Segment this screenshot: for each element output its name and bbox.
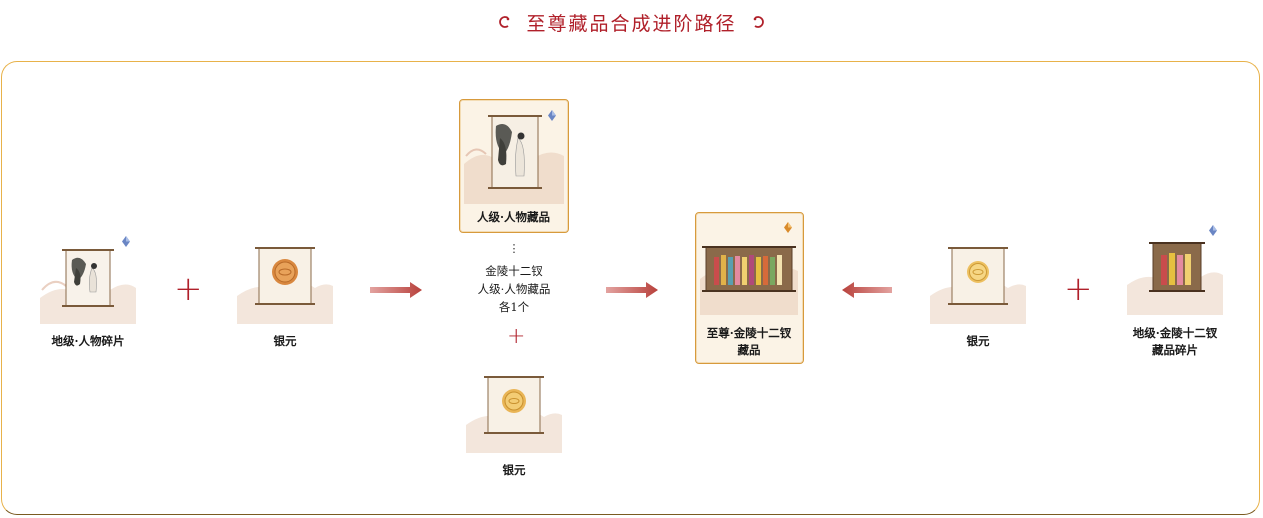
supreme-collection-image xyxy=(700,217,798,315)
plus-operator: + xyxy=(174,269,203,309)
ellipsis-vertical: ⋮ xyxy=(508,242,520,255)
earth-fragment-label: 地级·人物碎片 xyxy=(51,334,125,348)
title-bar: 至尊藏品合成进阶路径 xyxy=(0,8,1263,36)
silver-left-label: 银元 xyxy=(273,334,297,348)
earth-jinling-fragment-card[interactable] xyxy=(1127,219,1223,315)
supreme-collection-card[interactable]: 至尊·金陵十二钗 藏品 xyxy=(695,212,804,364)
diamond-icon xyxy=(548,110,556,121)
earth-jinling-fragment-label-2: 藏品碎片 xyxy=(1152,343,1198,357)
requirement-line-3: 各1个 xyxy=(498,300,530,314)
requirement-line-1: 金陵十二钗 xyxy=(485,264,543,278)
diamond-icon xyxy=(784,222,792,233)
supreme-collection-label-1: 至尊·金陵十二钗 xyxy=(706,326,792,340)
supreme-collection-label-2: 藏品 xyxy=(737,343,761,357)
silver-coin-image xyxy=(237,228,333,324)
earth-jinling-fragment-label-1: 地级·金陵十二钗 xyxy=(1132,326,1218,340)
silver-coin-image xyxy=(930,228,1026,324)
silver-middle-card[interactable] xyxy=(466,357,562,453)
silver-left-card[interactable] xyxy=(237,228,333,324)
earth-fragment-card[interactable] xyxy=(40,228,136,324)
human-collection-image xyxy=(464,104,564,204)
earth-fragment-image xyxy=(40,228,136,324)
requirement-line-2: 人级·人物藏品 xyxy=(477,282,551,296)
silver-middle-label: 银元 xyxy=(502,463,526,477)
silver-right-label: 银元 xyxy=(966,334,990,348)
page-title: 至尊藏品合成进阶路径 xyxy=(526,12,737,35)
arrow-right-icon xyxy=(606,282,658,298)
diamond-icon xyxy=(1209,225,1217,236)
arrow-left-icon xyxy=(842,282,892,298)
diamond-icon xyxy=(122,236,130,247)
swirl-left-icon xyxy=(499,16,510,28)
human-collection-card[interactable]: 人级·人物藏品 xyxy=(459,99,569,233)
silver-coin-image xyxy=(466,357,562,453)
earth-jinling-fragment-image xyxy=(1127,219,1223,315)
human-collection-label: 人级·人物藏品 xyxy=(476,210,550,224)
silver-right-card[interactable] xyxy=(930,228,1026,324)
plus-operator: + xyxy=(507,324,526,349)
arrow-right-icon xyxy=(370,282,422,298)
swirl-right-icon xyxy=(753,16,764,28)
plus-operator: + xyxy=(1064,269,1093,309)
